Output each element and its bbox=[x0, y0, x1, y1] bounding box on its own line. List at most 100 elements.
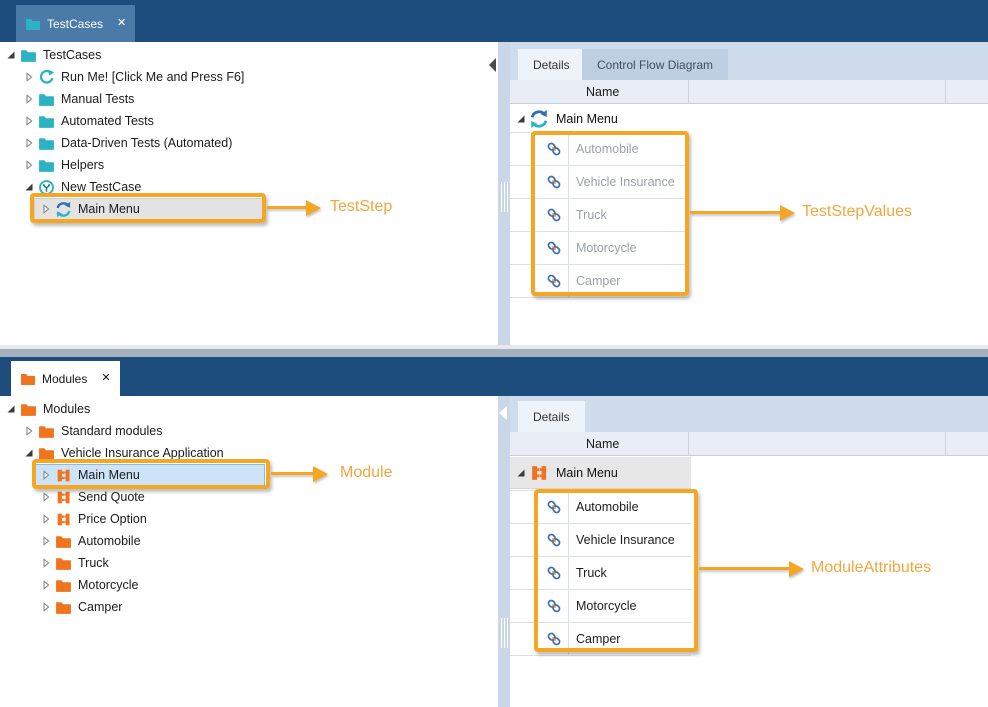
module-icon bbox=[55, 489, 72, 506]
tree-item-label: Send Quote bbox=[78, 490, 145, 504]
vertical-splitter[interactable] bbox=[498, 396, 510, 707]
collapse-icon[interactable] bbox=[24, 72, 34, 82]
tree-item-label: New TestCase bbox=[61, 180, 142, 194]
folder-icon bbox=[38, 157, 55, 174]
tree-item-data-driven-tests[interactable]: Data-Driven Tests (Automated) bbox=[0, 132, 496, 154]
collapse-panel-icon[interactable] bbox=[489, 58, 496, 72]
tree-item-new-testcase[interactable]: New TestCase bbox=[0, 176, 496, 198]
folder-icon bbox=[55, 599, 72, 616]
tree-item-modules[interactable]: Modules bbox=[0, 398, 496, 420]
attribute-label: Camper bbox=[568, 623, 691, 655]
splitter-grip bbox=[501, 618, 508, 648]
tree-item-truck[interactable]: Truck bbox=[0, 552, 496, 574]
value-row[interactable]: Automobile bbox=[510, 133, 689, 166]
details-row-main-menu[interactable]: Main Menu bbox=[510, 457, 691, 489]
vertical-splitter[interactable] bbox=[498, 42, 510, 345]
panel-divider[interactable] bbox=[0, 345, 988, 349]
module-icon bbox=[55, 467, 72, 484]
tree-item-label: Standard modules bbox=[61, 424, 163, 438]
tab-label: TestCases bbox=[47, 16, 104, 31]
tree-item-standard-modules[interactable]: Standard modules bbox=[0, 420, 496, 442]
tree-item-price-option[interactable]: Price Option bbox=[0, 508, 496, 530]
attribute-row[interactable]: Camper bbox=[510, 623, 691, 656]
collapse-icon[interactable] bbox=[41, 204, 51, 214]
value-row[interactable]: Motorcycle bbox=[510, 232, 689, 265]
tree-item-testcases[interactable]: TestCases bbox=[0, 44, 496, 66]
tree-item-run-me[interactable]: Run Me! [Click Me and Press F6] bbox=[0, 66, 496, 88]
close-icon[interactable]: ✕ bbox=[117, 17, 127, 29]
tree-item-send-quote[interactable]: Send Quote bbox=[0, 486, 496, 508]
tab-testcases[interactable]: TestCases ✕ bbox=[16, 5, 136, 42]
annotation-arrow-line bbox=[699, 567, 791, 570]
column-separator[interactable] bbox=[688, 80, 689, 103]
attribute-row[interactable]: Vehicle Insurance bbox=[510, 524, 691, 557]
annotation-arrow-head bbox=[789, 561, 804, 577]
tree-item-main-menu[interactable]: Main Menu bbox=[0, 198, 496, 220]
value-row[interactable]: Camper bbox=[510, 265, 689, 298]
collapse-icon[interactable] bbox=[41, 536, 51, 546]
link-icon bbox=[546, 598, 562, 614]
collapse-icon[interactable] bbox=[24, 138, 34, 148]
panel-divider[interactable] bbox=[0, 349, 988, 357]
tree-item-label: Data-Driven Tests (Automated) bbox=[61, 136, 233, 150]
value-row[interactable]: Truck bbox=[510, 199, 689, 232]
tree-item-manual-tests[interactable]: Manual Tests bbox=[0, 88, 496, 110]
annotation-arrow-head bbox=[780, 205, 795, 221]
tree-item-vehicle-insurance-application[interactable]: Vehicle Insurance Application bbox=[0, 442, 496, 464]
teststep-values-list: Automobile Vehicle Insurance Truck Motor… bbox=[510, 132, 689, 298]
tab-details[interactable]: Details bbox=[518, 401, 585, 432]
tree-item-helpers[interactable]: Helpers bbox=[0, 154, 496, 176]
recording-module-icon bbox=[529, 109, 549, 129]
column-separator[interactable] bbox=[688, 432, 689, 455]
attribute-row[interactable]: Truck bbox=[510, 557, 691, 590]
collapse-icon[interactable] bbox=[41, 514, 51, 524]
expand-icon[interactable] bbox=[516, 114, 526, 124]
testcase-icon bbox=[38, 179, 55, 196]
expand-icon[interactable] bbox=[24, 448, 34, 458]
tree-item-label: Run Me! [Click Me and Press F6] bbox=[61, 70, 245, 84]
collapse-icon[interactable] bbox=[41, 558, 51, 568]
tab-label: Control Flow Diagram bbox=[597, 57, 714, 72]
tree-item-automated-tests[interactable]: Automated Tests bbox=[0, 110, 496, 132]
value-row[interactable]: Vehicle Insurance bbox=[510, 166, 689, 199]
folder-icon bbox=[38, 135, 55, 152]
collapse-icon[interactable] bbox=[24, 160, 34, 170]
attribute-row[interactable]: Motorcycle bbox=[510, 590, 691, 623]
column-header: Name bbox=[510, 432, 988, 456]
tree-item-automobile[interactable]: Automobile bbox=[0, 530, 496, 552]
collapse-icon[interactable] bbox=[41, 470, 51, 480]
tree-item-main-menu-module[interactable]: Main Menu bbox=[0, 464, 496, 486]
attribute-label: Vehicle Insurance bbox=[568, 524, 691, 556]
collapse-icon[interactable] bbox=[24, 426, 34, 436]
collapse-icon[interactable] bbox=[41, 580, 51, 590]
collapse-icon[interactable] bbox=[24, 94, 34, 104]
tree-item-label: Helpers bbox=[61, 158, 105, 172]
expand-icon[interactable] bbox=[6, 50, 16, 60]
column-separator[interactable] bbox=[945, 80, 946, 103]
collapse-icon[interactable] bbox=[41, 492, 51, 502]
modules-tree: Modules Standard modules Vehicle Insuran… bbox=[0, 398, 496, 618]
close-icon[interactable]: ✕ bbox=[101, 372, 111, 384]
tab-details[interactable]: Details bbox=[518, 49, 585, 80]
annotation-label-moduleattributes: ModuleAttributes bbox=[811, 559, 932, 576]
tab-label: Details bbox=[533, 57, 570, 72]
collapse-panel-icon[interactable] bbox=[499, 406, 507, 420]
details-row-main-menu[interactable]: Main Menu bbox=[510, 105, 689, 132]
tree-item-motorcycle[interactable]: Motorcycle bbox=[0, 574, 496, 596]
expand-icon[interactable] bbox=[516, 468, 526, 478]
expand-icon[interactable] bbox=[6, 404, 16, 414]
run-icon bbox=[38, 69, 55, 86]
tab-control-flow-diagram[interactable]: Control Flow Diagram bbox=[582, 49, 729, 80]
value-label: Vehicle Insurance bbox=[568, 166, 689, 198]
collapse-icon[interactable] bbox=[24, 116, 34, 126]
tree-item-camper[interactable]: Camper bbox=[0, 596, 496, 618]
tree-item-label: Main Menu bbox=[78, 202, 140, 216]
attribute-row[interactable]: Automobile bbox=[510, 491, 691, 524]
collapse-icon[interactable] bbox=[41, 602, 51, 612]
column-separator[interactable] bbox=[945, 432, 946, 455]
expand-icon[interactable] bbox=[24, 182, 34, 192]
splitter-grip bbox=[501, 182, 508, 212]
tab-modules[interactable]: Modules ✕ bbox=[11, 361, 120, 396]
link-icon bbox=[546, 207, 562, 223]
